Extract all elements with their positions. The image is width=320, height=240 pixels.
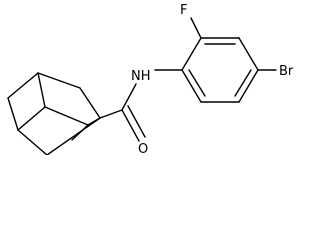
bond: [121, 109, 140, 142]
fluorine-label: F: [180, 3, 187, 18]
bond: [181, 37, 202, 71]
bond: [7, 97, 19, 131]
nitrogen-label: NH: [131, 69, 151, 84]
adamantane-cage: [7, 72, 101, 155]
bond: [127, 105, 146, 138]
amide-group: [99, 69, 183, 142]
bond: [79, 87, 101, 119]
bond: [234, 69, 252, 97]
bond: [188, 69, 206, 97]
bond: [99, 109, 123, 119]
bond: [46, 117, 101, 155]
oxygen-label: O: [138, 142, 148, 155]
bond: [87, 117, 101, 126]
bond: [71, 124, 89, 141]
bond: [121, 83, 137, 111]
structure-diagram: F NH Br O: [7, 3, 294, 155]
bond: [17, 106, 46, 131]
bond: [238, 37, 259, 71]
bond: [44, 106, 89, 126]
bond: [37, 72, 46, 108]
bond: [238, 69, 259, 103]
bond: [181, 69, 202, 103]
bond: [37, 72, 81, 89]
bond: [7, 72, 39, 99]
bromine-label: Br: [279, 64, 294, 79]
bond: [17, 129, 48, 155]
bond: [190, 17, 202, 39]
phenyl-ring: [181, 17, 277, 103]
